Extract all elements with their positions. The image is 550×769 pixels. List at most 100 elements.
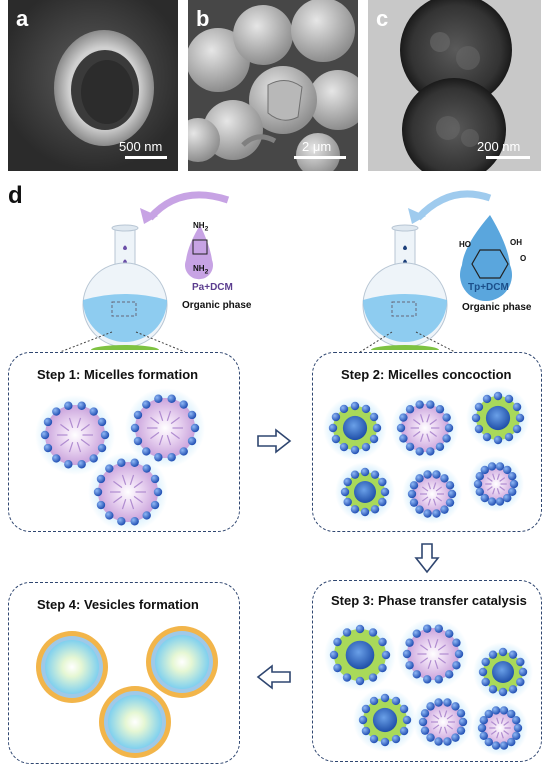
micelle-s1-2-bead (130, 423, 140, 433)
micelle-s2-3-bead (471, 413, 481, 423)
micelle-s3-3-bead (508, 685, 518, 694)
micelle-s1-2-bead (190, 423, 200, 433)
micelle-s1-1-bead (89, 407, 98, 416)
micelle-s1-3-bead (130, 458, 139, 467)
micelle-s2-2-bead (396, 423, 406, 433)
micelle-s2-4-bead (370, 505, 380, 514)
micelle-s3-1-bead (378, 663, 387, 673)
micelle-s1-3-bead (142, 464, 151, 473)
micelle-s2-2-bead (415, 400, 424, 409)
micelle-s3-2-bead (402, 649, 412, 659)
flask-left-illustration (82, 191, 230, 350)
micelle-s2-5 (412, 474, 452, 514)
micelle-s3-6-bead (484, 737, 493, 747)
micelle-s2-2-bead (405, 405, 415, 414)
micelle-s2-3-bead (493, 435, 503, 445)
micelle-s2-5-spoke (421, 496, 429, 502)
micelle-s2-2-bead (405, 442, 415, 451)
micelle-s2-1-bead (331, 412, 341, 422)
micelle-s1-3-bead (150, 500, 160, 510)
micelle-s1-1-bead (77, 460, 86, 469)
micelle-s3-2-bead (445, 629, 454, 638)
micelle-s3-3-bead (488, 650, 498, 659)
micelle-s2-6-bead (503, 465, 512, 475)
micelle-s2-4-bead (380, 487, 390, 497)
micelle-s2-2-bead (435, 442, 445, 451)
micelle-s3-3-bead (498, 647, 508, 657)
micelle-s1-2-spoke (150, 431, 160, 440)
vesicle-2-core (155, 635, 209, 689)
micelle-s1-1-spoke (60, 423, 70, 432)
micelle-s2-5-bead (432, 509, 441, 518)
micelle-s3-5-spoke (446, 724, 454, 730)
micelle-s1-2-spoke (166, 434, 172, 446)
micelle-s3-5-bead (418, 717, 428, 727)
micelle-s2-6-bead (487, 462, 497, 471)
micelle-s3-2-spoke (427, 638, 432, 649)
micelle-s2-3-bead (482, 394, 492, 404)
micelle-s3-2-spoke (427, 659, 432, 670)
micelle-s1-3-spoke (113, 480, 123, 489)
micelle-s1-1-bead (52, 407, 61, 416)
scale-label-b: 2 μm (302, 139, 332, 154)
micelle-s3-4-bead (369, 696, 379, 706)
micelle-s2-5-spoke (435, 486, 443, 492)
micelle-s3-6-spoke (500, 732, 504, 739)
micelle-s3-3-bead (488, 685, 498, 694)
micelle-s2-4-bead (360, 507, 370, 517)
micelle-s3-2-spoke (434, 638, 439, 649)
micelle-s1-2-spoke (158, 434, 164, 446)
micelle-s2-2-spoke (426, 433, 431, 442)
micelle-s2-2-bead (426, 400, 435, 409)
micelle-s3-3-bead (481, 677, 490, 687)
tp-dcm-label: Tp+DCM (468, 282, 509, 293)
micelle-s3-5-spoke (438, 726, 443, 734)
step-4-title: Step 4: Vesicles formation (37, 597, 199, 612)
sem-image-a-graphic (8, 0, 178, 171)
scale-label-c: 200 nm (477, 139, 521, 154)
organic-phase-left-label: Organic phase (182, 300, 252, 311)
micelle-s3-4-bead (391, 696, 401, 706)
micelle-s2-6-spoke (492, 473, 496, 480)
nh2-bottom-sub: 2 (204, 268, 209, 276)
micelle-s3-1-bead (381, 650, 391, 660)
micelle-s3-1-bead (342, 673, 352, 682)
micelle-s3-2-bead (434, 624, 443, 633)
micelle-s2-1-bead (339, 404, 349, 414)
micelle-s3-1-bead (342, 628, 352, 637)
micelle-s2-1-bead (331, 434, 341, 444)
micelle-s3-4-bead (358, 715, 368, 725)
micelle-s2-5-bead (409, 481, 419, 490)
micelle-s2-2-spoke (429, 419, 438, 425)
curved-arrow-left (147, 191, 230, 221)
pa-dcm-label: Pa+DCM (192, 282, 233, 293)
micelle-s3-6-spoke (490, 721, 497, 726)
micelle-s2-6-bead (480, 493, 489, 503)
arrow-left-icon (256, 664, 291, 690)
o-label: O (520, 254, 527, 263)
micelle-s3-3-bead (498, 687, 508, 697)
micelle-s2-6-spoke (486, 477, 493, 482)
micelle-s2-5-bead (432, 470, 441, 479)
micelle-s2-6-bead (495, 462, 505, 471)
nh2-top-sub: 2 (204, 225, 209, 233)
micelle-s3-4-bead (402, 715, 412, 725)
micelle-s2-6-spoke (486, 486, 493, 491)
micelle-s3-2-spoke (437, 657, 446, 664)
micelle-s1-3-bead (117, 517, 126, 526)
micelle-s2-2-bead (399, 413, 408, 422)
micelle-s2-6-bead (487, 497, 497, 506)
step-2-title: Step 2: Micelles concoction (341, 367, 512, 382)
micelle-s3-1-bead (329, 650, 339, 660)
micelle-s3-6 (482, 710, 518, 746)
micelle-s2-1-bead (328, 423, 338, 433)
micelle-s2-3-bead (474, 402, 484, 412)
panel-label-a: a (16, 6, 29, 31)
micelle-s1-1-bead (64, 460, 73, 469)
micelle-s2-5-bead (445, 498, 455, 507)
micelle-s3-5-bead (451, 702, 460, 711)
micelle-s2-2-spoke (419, 433, 424, 442)
micelle-s3-6-bead (479, 731, 488, 741)
purple-drop-icon (185, 225, 213, 280)
micelle-s2-4-bead (360, 467, 370, 477)
